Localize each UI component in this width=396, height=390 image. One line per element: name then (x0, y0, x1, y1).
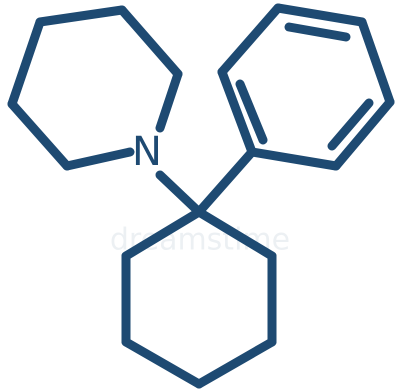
double-bond-inner-top (284, 22, 351, 42)
bond-ph-2-3 (217, 3, 283, 77)
bond-c5-c6 (117, 5, 183, 79)
cyclohexane-ring (121, 207, 277, 389)
bond-cy-6-1 (121, 207, 204, 261)
bond-n-c2 (62, 147, 135, 171)
bond-c4-c5 (35, 5, 127, 27)
bond-cy-4-5 (121, 337, 204, 389)
bond-ph-5-6 (331, 97, 395, 171)
double-bond-inner-right (327, 98, 374, 151)
bond-c3-c4 (7, 17, 45, 109)
bond-ph-6-1 (247, 147, 341, 171)
piperidine-ring (7, 5, 183, 171)
bond-c6-n (155, 69, 183, 133)
bond-n-quaternary-carbon (155, 170, 204, 217)
phenyl-ring (194, 3, 395, 217)
bond-cy-3-4 (194, 337, 277, 389)
nitrogen-atom-label: N (132, 129, 162, 175)
double-bond-inner-left (235, 79, 268, 145)
bond-ph-4-5 (357, 17, 395, 107)
bond-quaternary-to-phenyl (194, 147, 257, 217)
bond-c2-c3 (7, 99, 72, 171)
watermark-text: dreamstime (110, 223, 290, 258)
bond-ph-1-2 (217, 67, 257, 157)
bond-ph-3-4 (273, 3, 367, 27)
bond-cy-1-2 (194, 207, 277, 261)
